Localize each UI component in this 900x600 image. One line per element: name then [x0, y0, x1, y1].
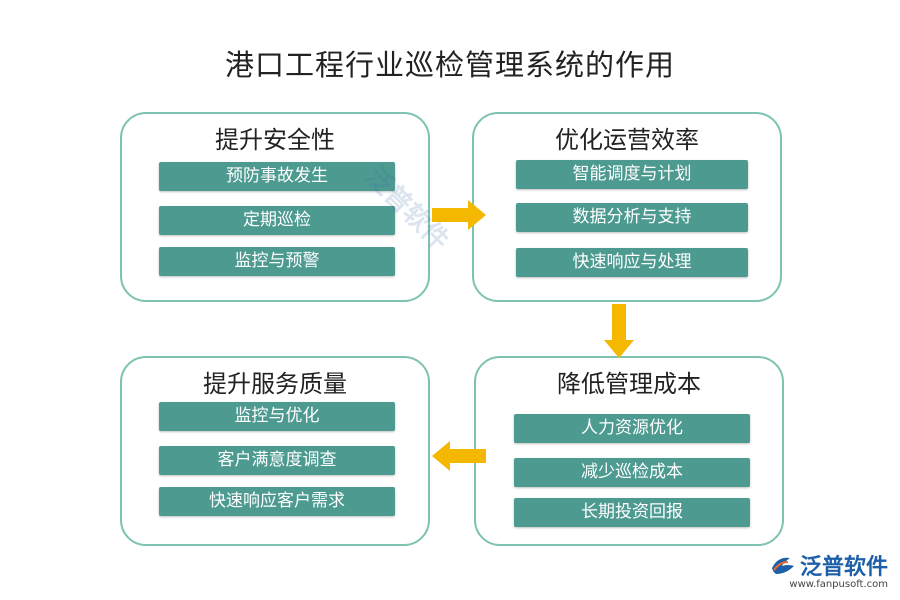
box-title: 提升服务质量 — [203, 370, 347, 398]
box-title: 优化运营效率 — [555, 126, 699, 154]
box-item: 快速响应与处理 — [516, 248, 748, 277]
box-item: 定期巡检 — [159, 206, 395, 235]
box-item: 智能调度与计划 — [516, 160, 748, 189]
box-item: 监控与预警 — [159, 247, 395, 276]
box-item: 监控与优化 — [159, 402, 395, 431]
box-service: 提升服务质量 监控与优化 客户满意度调查 快速响应客户需求 — [120, 356, 430, 546]
box-item: 数据分析与支持 — [516, 203, 748, 232]
box-item: 长期投资回报 — [514, 498, 750, 527]
box-cost: 降低管理成本 人力资源优化 减少巡检成本 长期投资回报 — [474, 356, 784, 546]
box-efficiency: 优化运营效率 智能调度与计划 数据分析与支持 快速响应与处理 — [472, 112, 782, 302]
box-safety: 提升安全性 预防事故发生 定期巡检 监控与预警 — [120, 112, 430, 302]
arrow-down-icon — [604, 304, 634, 358]
brand-logo: 泛普软件 www.fanpusoft.com — [770, 549, 888, 590]
arrow-right-icon — [432, 200, 486, 230]
box-item: 减少巡检成本 — [514, 458, 750, 487]
logo-name: 泛普软件 — [799, 555, 888, 580]
box-item: 人力资源优化 — [514, 414, 750, 443]
box-title: 降低管理成本 — [557, 370, 701, 398]
box-item: 客户满意度调查 — [159, 446, 395, 475]
box-title: 提升安全性 — [215, 126, 335, 154]
diagram-title: 港口工程行业巡检管理系统的作用 — [224, 48, 675, 82]
fanpu-logo-icon — [771, 557, 794, 574]
logo-url: www.fanpusoft.com — [789, 579, 888, 590]
box-item: 快速响应客户需求 — [159, 487, 395, 516]
box-item: 预防事故发生 — [159, 162, 395, 191]
arrow-left-icon — [432, 441, 486, 471]
